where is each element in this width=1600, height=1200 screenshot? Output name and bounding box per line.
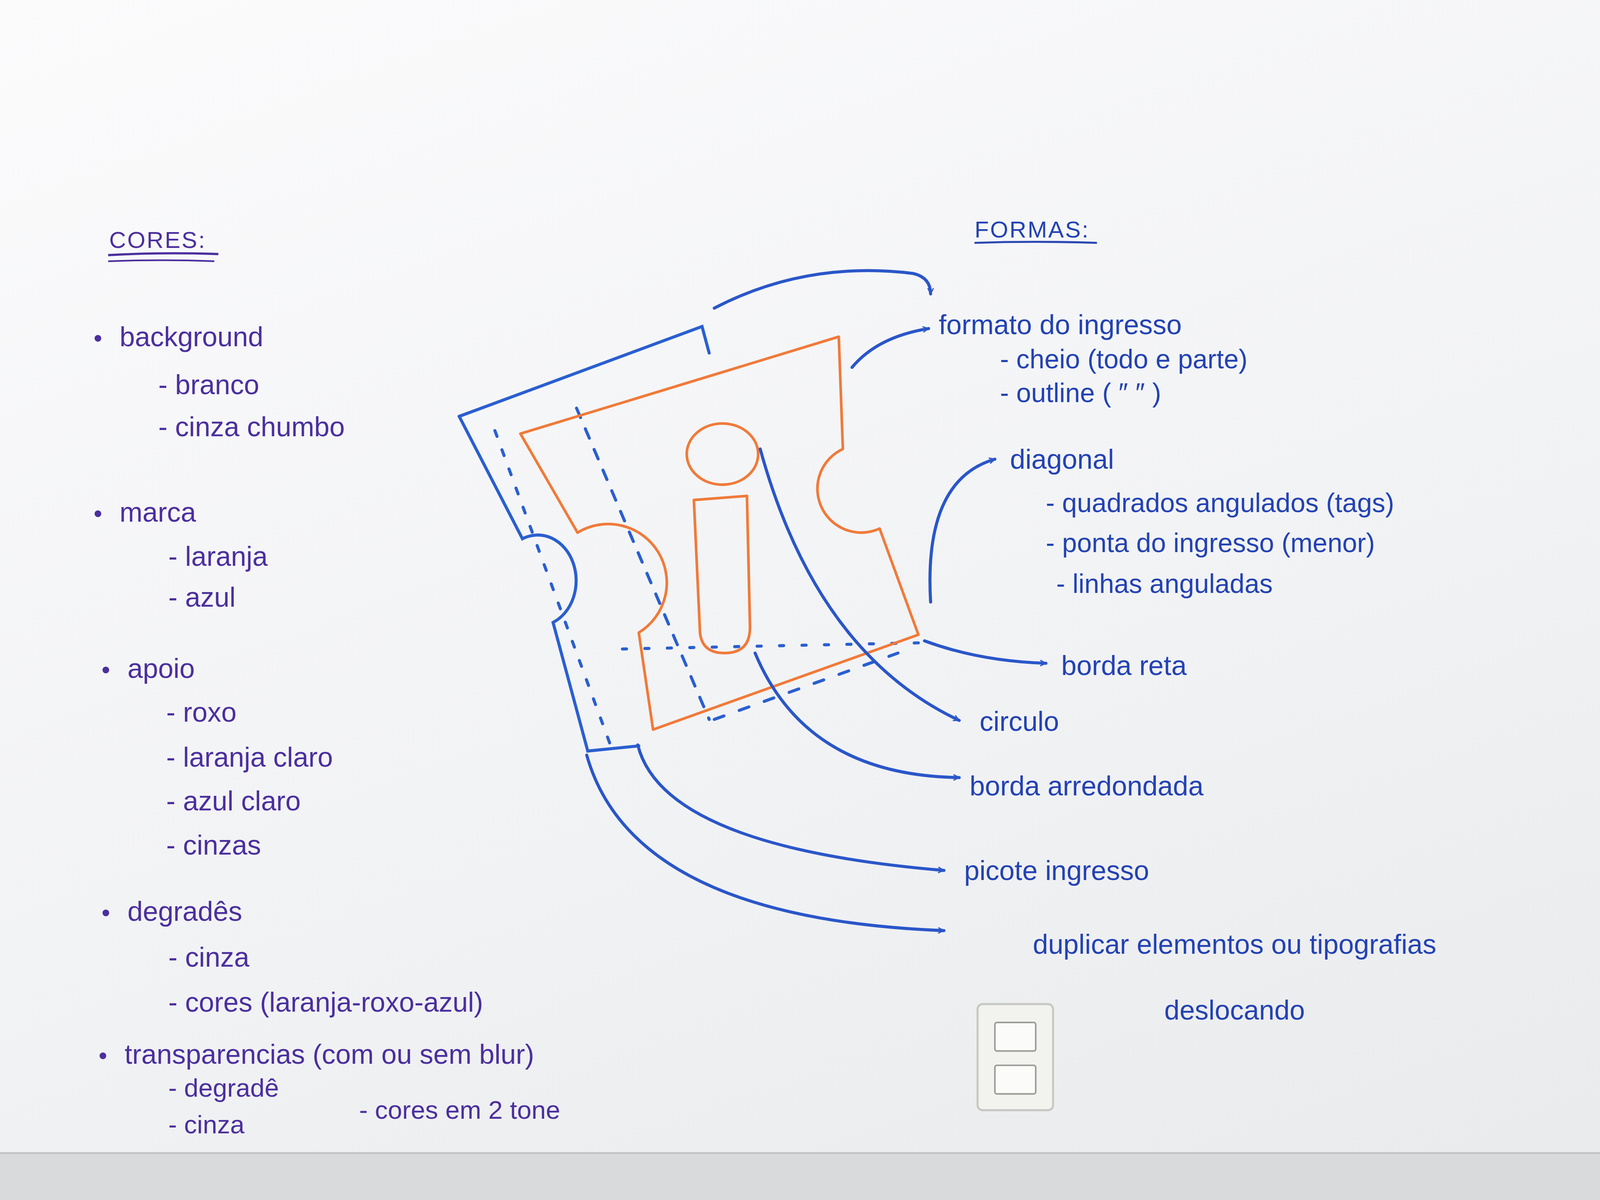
handwritten-note: - linhas anguladas xyxy=(1056,569,1273,599)
handwritten-note: circulo xyxy=(979,706,1060,737)
light-switch xyxy=(977,1004,1053,1111)
section-heading: FORMAS: xyxy=(974,216,1090,243)
section-heading: CORES: xyxy=(109,227,207,253)
handwritten-note: degradês xyxy=(127,896,243,927)
handwritten-note: - azul claro xyxy=(166,785,301,817)
handwritten-note: - cinzas xyxy=(166,830,261,861)
handwritten-note: - cinza xyxy=(168,942,250,973)
handwritten-note: marca xyxy=(119,497,196,528)
handwritten-note: - branco xyxy=(158,369,260,400)
handwritten-note: background xyxy=(119,321,264,353)
handwritten-note: - quadrados angulados (tags) xyxy=(1045,488,1395,518)
ticket-outline xyxy=(459,326,919,752)
handwritten-note: formato do ingresso xyxy=(938,309,1182,340)
board-frame xyxy=(0,1152,1600,1200)
handwritten-note: - cinza chumbo xyxy=(158,411,345,443)
ticket-orange xyxy=(520,336,919,730)
handwritten-note: - cores (laranja-roxo-azul) xyxy=(168,987,484,1018)
handwritten-note: diagonal xyxy=(1010,444,1115,475)
handwritten-note: - cheio (todo e parte) xyxy=(1000,344,1248,374)
handwritten-note: - outline ( ″ ″ ) xyxy=(1000,378,1162,408)
leader-arrows xyxy=(586,270,1046,931)
handwritten-note: - degradê xyxy=(168,1073,279,1103)
bullet-dot xyxy=(102,666,110,674)
bullet-dot xyxy=(99,1052,107,1060)
handwritten-note: - laranja claro xyxy=(166,742,333,773)
handwritten-note: borda arredondada xyxy=(969,770,1204,802)
handwritten-note: - cinza xyxy=(168,1110,245,1139)
handwritten-note: - laranja xyxy=(168,541,268,572)
handwritten-note: - roxo xyxy=(166,697,237,728)
handwritten-note: apoio xyxy=(127,653,195,684)
handwritten-note: transparencias (com ou sem blur) xyxy=(124,1039,535,1070)
handwritten-note: - azul xyxy=(168,582,236,613)
bullet-dot xyxy=(94,510,102,518)
handwritten-note: - cores em 2 tone xyxy=(359,1095,560,1125)
handwritten-note: duplicar elementos ou tipografias desloc… xyxy=(959,911,1510,1044)
handwritten-note: - ponta do ingresso (menor) xyxy=(1045,528,1375,558)
handwritten-note: picote ingresso xyxy=(964,855,1150,886)
handwritten-note: borda reta xyxy=(1061,650,1187,681)
bullet-dot xyxy=(94,335,102,342)
bullet-dot xyxy=(102,909,110,917)
